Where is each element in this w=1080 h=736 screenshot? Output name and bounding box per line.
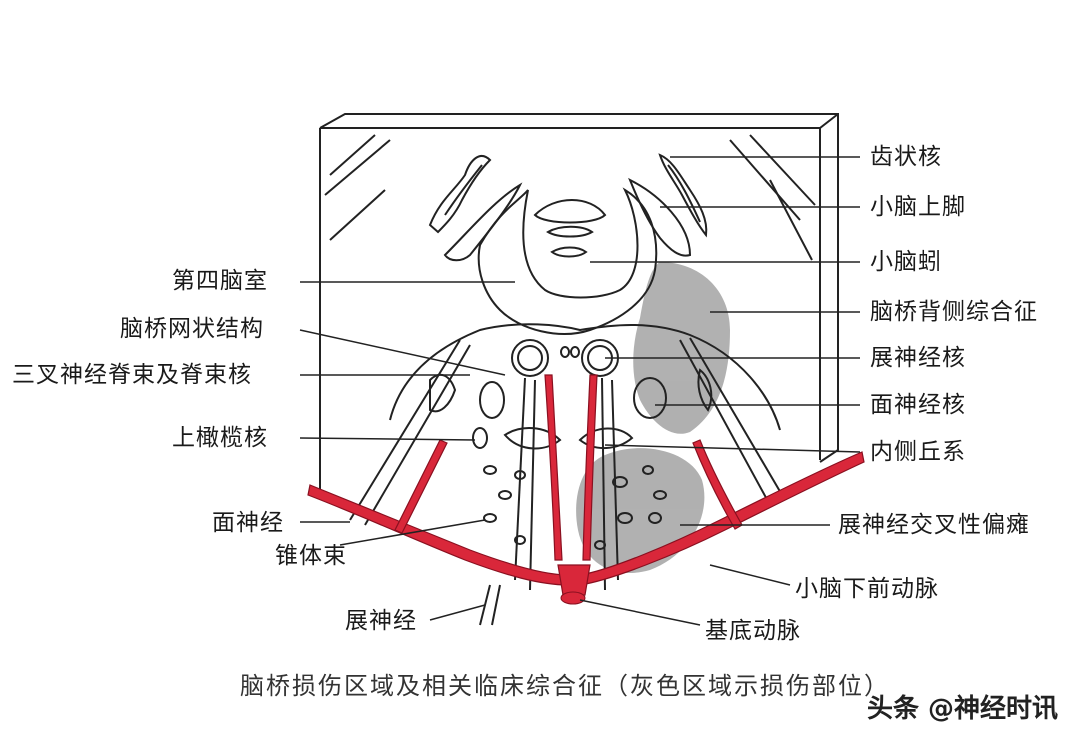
basilar-center [557,564,591,596]
label-dentate-nucleus: 齿状核 [870,144,942,170]
label-abducens-nerve: 展神经 [345,608,417,634]
label-aica: 小脑下前动脉 [795,576,939,602]
lateral-branch-right [692,439,743,530]
label-vermis: 小脑蚓 [870,249,942,275]
label-superior-olive: 上橄榄核 [172,425,268,451]
internal-structures [324,134,816,626]
label-pontine-reticular-formation: 脑桥网状结构 [120,316,264,342]
label-dorsal-pontine-syndrome: 脑桥背侧综合征 [870,299,1038,325]
lateral-branch-left [394,439,448,534]
label-medial-lemniscus: 内侧丘系 [870,439,966,465]
ventral-lesion [576,448,705,574]
leader-lines [299,156,861,626]
basilar-left-branch [307,484,569,586]
label-fourth-ventricle: 第四脑室 [172,268,268,294]
label-pyramidal-tract: 锥体束 [275,543,347,569]
scp-left [443,182,523,262]
basilar-artery [560,591,586,605]
scp-right [628,177,692,257]
block-frame [319,113,839,490]
dorsal-lesion [633,262,730,434]
penetrating-left [544,374,563,561]
label-basilar-artery: 基底动脉 [705,618,801,644]
label-facial-nucleus: 面神经核 [870,392,966,418]
pons-outline [389,323,781,431]
figure-caption: 脑桥损伤区域及相关临床综合征（灰色区域示损伤部位） [240,672,890,700]
facial-nucleus-right [633,377,667,419]
label-abducens-nucleus: 展神经核 [870,345,966,371]
dentate-right [658,153,708,238]
watermark: 头条 @神经时讯 [866,694,1058,724]
penetrating-right [582,374,598,561]
label-spinal-trigeminal: 三叉神经脊束及脊束核 [12,362,252,388]
abducens-nucleus-left [517,345,543,371]
dentate-left [428,155,492,234]
label-facial-nerve: 面神经 [212,510,284,536]
arteries [307,374,865,596]
fourth-ventricle [477,187,658,335]
label-superior-cerebellar-peduncle: 小脑上脚 [870,194,966,220]
label-abducens-crossed-hemiplegia: 展神经交叉性偏瘫 [838,512,1030,538]
vermis [533,199,607,224]
